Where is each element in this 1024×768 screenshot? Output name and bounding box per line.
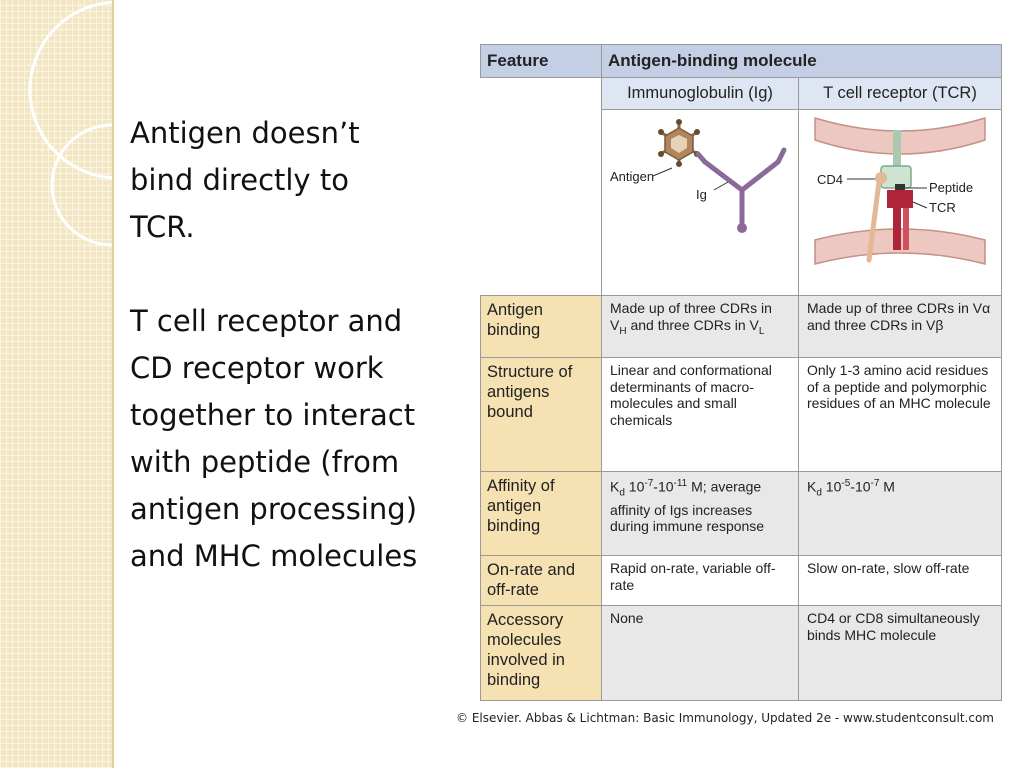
immunoglobulin-diagram: Antigen Ig <box>610 119 787 233</box>
column-header-ig: Immunoglobulin (Ig) <box>601 77 799 110</box>
decorative-circles <box>28 0 112 247</box>
peptide-icon <box>895 184 905 190</box>
ig-label: Ig <box>696 187 707 202</box>
slide-body-text: Antigen doesn’t bind directly to TCR. T … <box>130 110 470 580</box>
text-line: and MHC molecules <box>130 539 418 573</box>
text-line: with peptide (from <box>130 445 400 479</box>
feature-structure: Structure of antigens bound <box>480 357 602 472</box>
text-line: Antigen doesn’t <box>130 116 360 150</box>
text-line: bind directly to <box>130 163 349 197</box>
copyright-credit: © Elsevier. Abbas & Lichtman: Basic Immu… <box>456 711 994 725</box>
tcr-on-off-rate: Slow on-rate, slow off-rate <box>798 555 1002 606</box>
column-header-tcr: T cell receptor (TCR) <box>798 77 1002 110</box>
ig-structure: Linear and conformational determinants o… <box>601 357 799 472</box>
text-line: antigen processing) <box>130 492 418 526</box>
tcr-molecule-icon <box>887 190 913 250</box>
ig-molecule-icon <box>695 147 787 231</box>
tcr-structure: Only 1-3 amino acid residues of a peptid… <box>798 357 1002 472</box>
header-feature: Feature <box>480 44 602 78</box>
ig-tail-icon <box>737 223 747 233</box>
text-line: TCR. <box>130 210 195 244</box>
feature-affinity: Affinity of antigen binding <box>480 471 602 556</box>
comparison-table: Feature Antigen-binding molecule Immunog… <box>480 44 1002 701</box>
tcr-accessory-molecules: CD4 or CD8 simultaneously binds MHC mole… <box>798 605 1002 701</box>
feature-on-off-rate: On-rate and off-rate <box>480 555 602 606</box>
tcr-diagram-cell: CD4 Peptide TCR <box>798 109 1002 296</box>
text-line: T cell receptor and <box>130 304 403 338</box>
tcr-label: TCR <box>929 200 956 215</box>
ig-affinity: Kd 10-7-10-11 M; average affinity of Igs… <box>601 471 799 556</box>
cd4-molecule-icon <box>866 172 887 263</box>
ig-antigen-binding: Made up of three CDRs in VH and three CD… <box>601 295 799 358</box>
decorative-sidebar <box>0 0 114 768</box>
header-antigen-binding-molecule: Antigen-binding molecule <box>601 44 1002 78</box>
antigen-particle-icon <box>658 119 700 167</box>
text-line: together to interact <box>130 398 416 432</box>
feature-antigen-binding: Antigen binding <box>480 295 602 358</box>
peptide-label: Peptide <box>929 180 973 195</box>
ig-accessory-molecules: None <box>601 605 799 701</box>
tcr-diagram: CD4 Peptide TCR <box>814 116 986 265</box>
ig-diagram-cell: Antigen Ig <box>601 109 799 296</box>
tcr-antigen-binding: Made up of three CDRs in Vα and three CD… <box>798 295 1002 358</box>
blank-cell <box>480 77 602 296</box>
text-line: CD receptor work <box>130 351 384 385</box>
feature-accessory-molecules: Accessory molecules involved in binding <box>480 605 602 701</box>
antigen-label: Antigen <box>610 169 654 184</box>
ig-on-off-rate: Rapid on-rate, variable off-rate <box>601 555 799 606</box>
tcr-affinity: Kd 10-5-10-7 M <box>798 471 1002 556</box>
cd4-label: CD4 <box>817 172 843 187</box>
